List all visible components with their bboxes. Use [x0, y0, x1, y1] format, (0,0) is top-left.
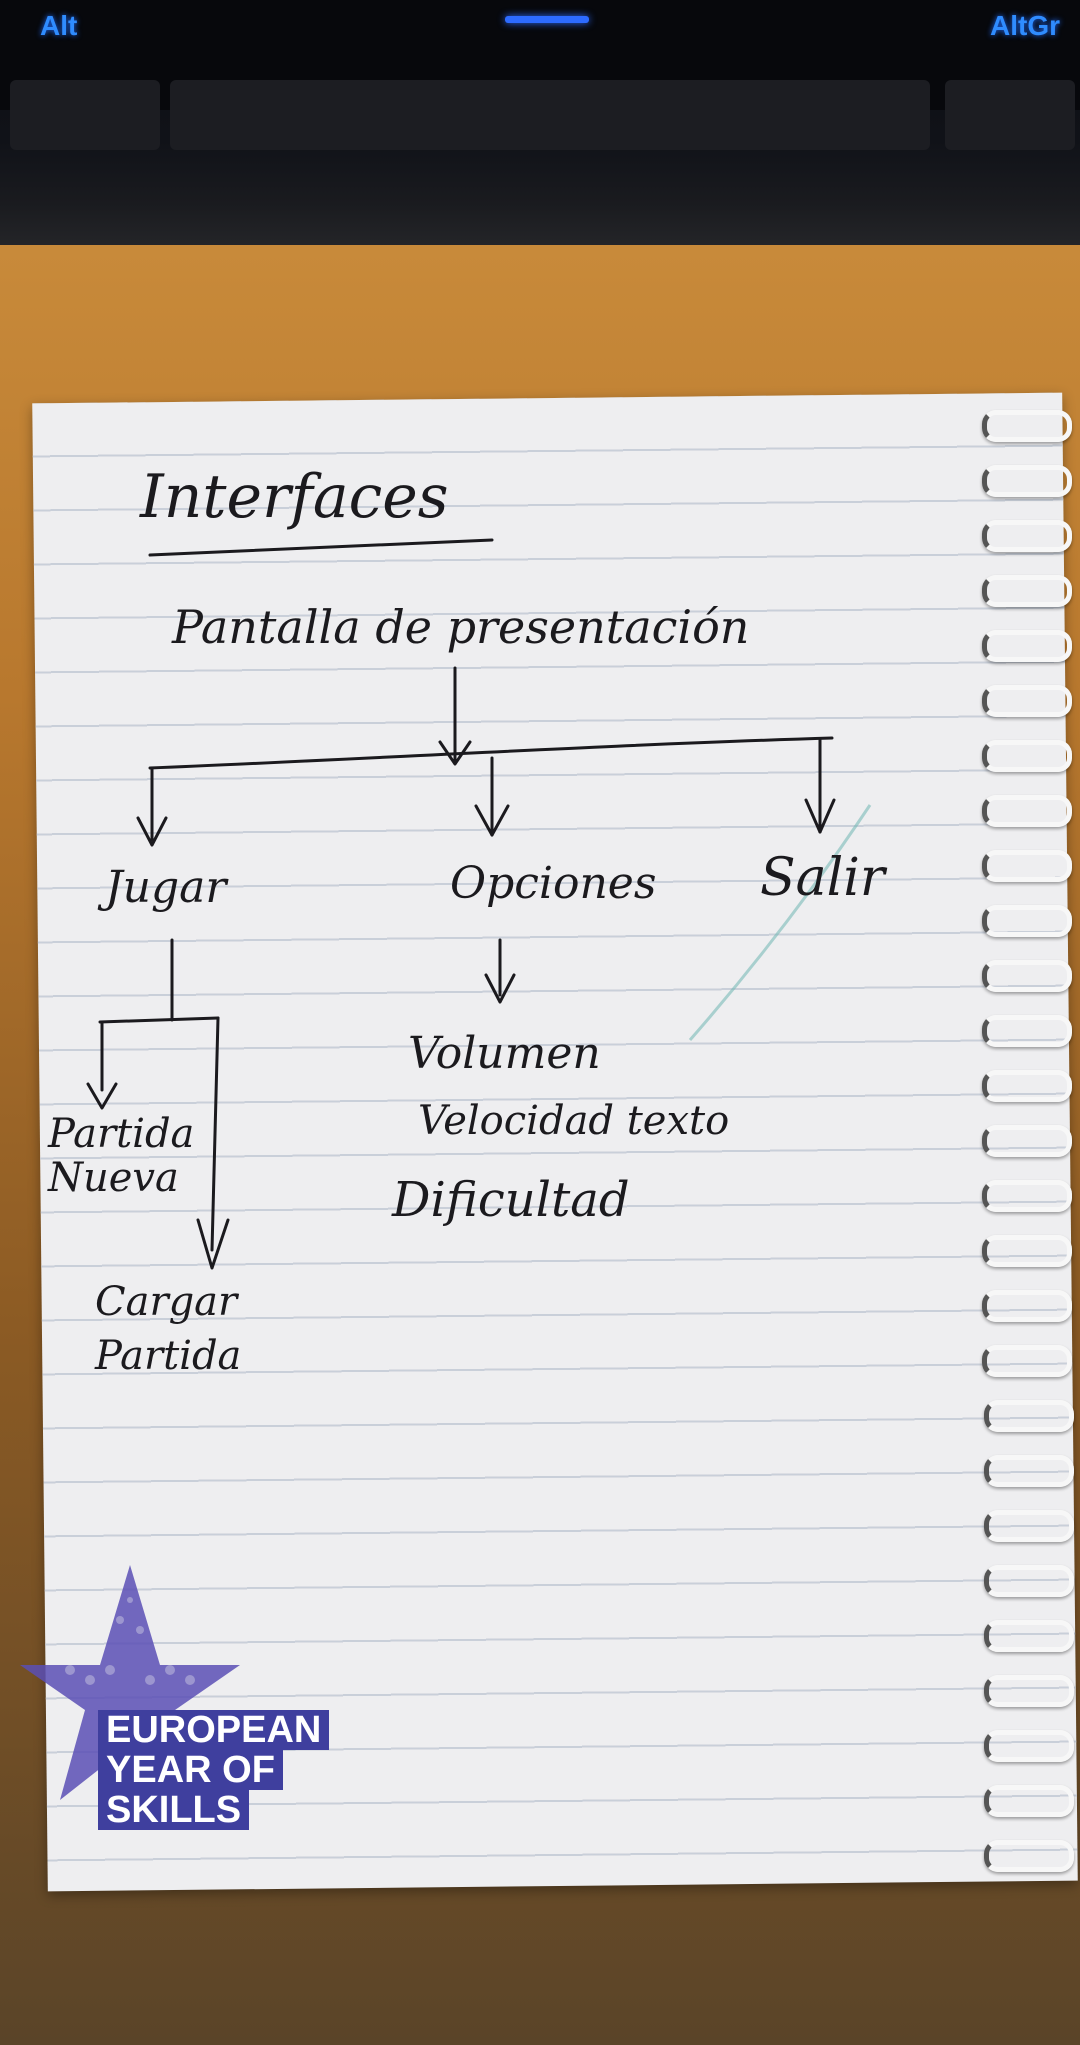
spiral-ring — [982, 795, 1072, 827]
spiral-ring — [982, 465, 1072, 497]
spiral-ring — [984, 1455, 1074, 1487]
european-year-of-skills-logo — [20, 1565, 240, 1800]
leaf-dificultad: Dificultad — [392, 1172, 630, 1228]
spiral-ring — [984, 1400, 1074, 1432]
spiral-ring — [982, 905, 1072, 937]
keyboard-spacebar — [170, 80, 930, 150]
logo-wordmark: EUROPEAN YEAR OF SKILLS — [98, 1710, 358, 1830]
leaf-cargar-partida: Cargar Partida — [95, 1279, 242, 1379]
leaf-volumen: Volumen — [408, 1028, 601, 1079]
spiral-ring — [982, 685, 1072, 717]
spiral-ring — [984, 1620, 1074, 1652]
notes-title: Interfaces — [140, 462, 449, 532]
keyboard-key — [945, 80, 1075, 150]
spiral-ring — [984, 1675, 1074, 1707]
leaf-partida-nueva: Partida Nueva — [48, 1111, 195, 1201]
spiral-ring — [984, 1785, 1074, 1817]
spiral-ring — [982, 740, 1072, 772]
logo-line-2: YEAR OF — [98, 1750, 283, 1790]
spiral-ring — [982, 1015, 1072, 1047]
alt-key-label: Alt — [40, 10, 78, 41]
spiral-ring — [982, 1345, 1072, 1377]
spiral-ring — [982, 1290, 1072, 1322]
keyboard-key — [10, 80, 160, 150]
spiral-ring — [982, 1235, 1072, 1267]
spiral-ring — [982, 1180, 1072, 1212]
spiral-ring — [982, 410, 1072, 442]
branch-label-salir: Salir — [760, 848, 885, 908]
spiral-ring — [984, 1565, 1074, 1597]
spiral-ring — [982, 1125, 1072, 1157]
root-node-label: Pantalla de presentación — [172, 600, 750, 654]
spiral-ring — [982, 960, 1072, 992]
spiral-ring — [984, 1510, 1074, 1542]
keyboard: Alt AltGr — [0, 0, 1080, 255]
branch-label-opciones: Opciones — [450, 858, 657, 909]
logo-line-1: EUROPEAN — [98, 1710, 330, 1750]
logo-line-3: SKILLS — [98, 1790, 250, 1830]
spiral-ring — [982, 850, 1072, 882]
spiral-ring — [982, 520, 1072, 552]
branch-label-jugar: Jugar — [105, 862, 227, 913]
spiral-ring — [982, 1070, 1072, 1102]
spacebar-light — [505, 16, 589, 23]
spiral-ring — [984, 1730, 1074, 1762]
spiral-ring — [982, 630, 1072, 662]
leaf-velocidad-texto: Velocidad texto — [418, 1098, 730, 1144]
altgr-key-label: AltGr — [990, 10, 1060, 41]
spiral-ring — [982, 575, 1072, 607]
spiral-ring — [984, 1840, 1074, 1872]
